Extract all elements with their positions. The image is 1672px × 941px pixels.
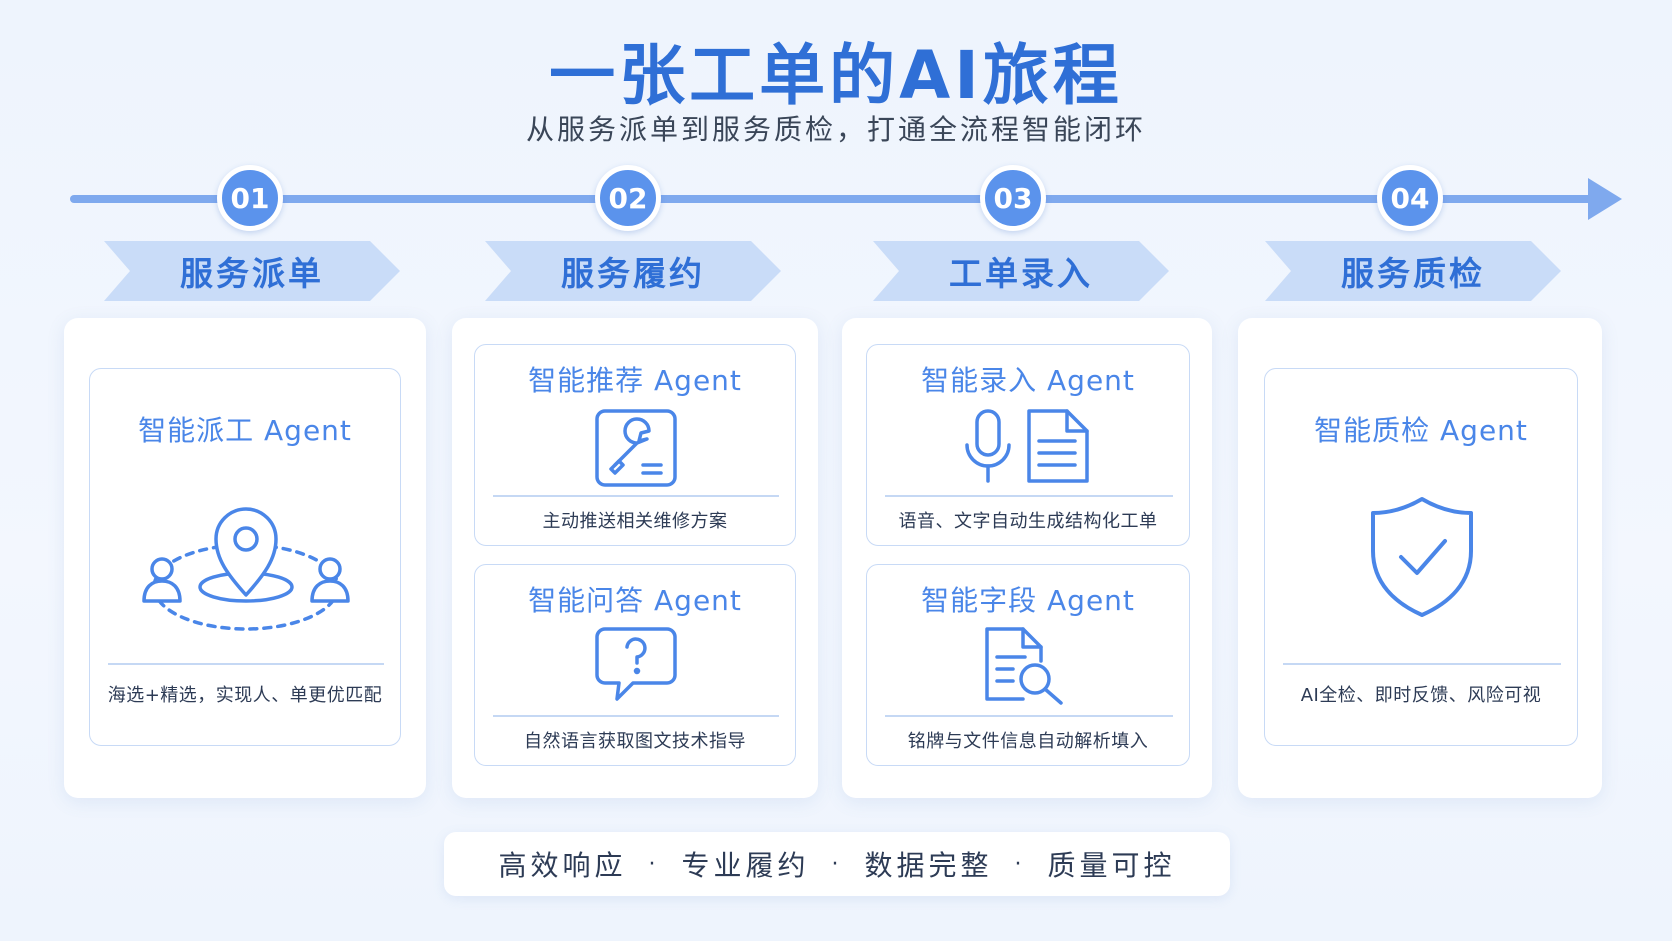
footer-item-2: 专业履约 [681,849,810,882]
footer-summary: 高效响应 · 专业履约 · 数据完整 · 质量可控 [444,832,1230,896]
page-title: 一张工单的AI旅程 [549,37,1123,114]
agent-title-qa: 智能问答 Agent [528,584,742,617]
wrench-document-icon [595,409,677,487]
step-label-4: 服务质检 [1341,254,1485,293]
agent-desc-recommend: 主动推送相关维修方案 [542,511,728,532]
footer-item-3: 数据完整 [864,849,993,882]
page-subtitle: 从服务派单到服务质检，打通全流程智能闭环 [525,113,1146,146]
step-badge-2: 02 [595,165,661,231]
step-badge-4: 04 [1377,165,1443,231]
step-label-1: 服务派单 [180,254,324,293]
agent-desc-field: 铭牌与文件信息自动解析填入 [907,731,1149,752]
agent-panel-inspection: 智能质检 Agent AI全检、即时反馈、风险可视 [1264,368,1578,746]
agent-panel-field: 智能字段 Agent 铭牌与文件信息自动解析填入 [866,564,1190,766]
card-entry: 智能录入 Agent 语音、文字自动生成结构化工单 智能字段 Agent [842,318,1212,798]
step-banner-2: 服务履约 [485,241,781,301]
step-badge-1: 01 [217,165,283,231]
footer-separator: · [648,851,660,877]
agent-title-field: 智能字段 Agent [921,584,1135,617]
document-search-icon [985,627,1063,705]
step-label-2: 服务履约 [561,254,705,293]
agent-desc-entry: 语音、文字自动生成结构化工单 [898,511,1158,532]
agent-panel-entry: 智能录入 Agent 语音、文字自动生成结构化工单 [866,344,1190,546]
step-label-3: 工单录入 [949,254,1093,293]
timeline-arrow [70,178,1622,220]
divider [885,715,1173,717]
agent-panel-qa: 智能问答 Agent 自然语言获取图文技术指导 [474,564,796,766]
shield-check-icon [1371,497,1473,617]
agent-desc-inspection: AI全检、即时反馈、风险可视 [1300,685,1542,706]
card-fulfillment: 智能推荐 Agent 主动推送相关维修方案 智能问答 Agent 自然语言获取图… [452,318,818,798]
agent-title-dispatch: 智能派工 Agent [138,414,352,447]
divider [493,715,779,717]
footer-item-4: 质量可控 [1047,849,1176,882]
agent-panel-recommend: 智能推荐 Agent 主动推送相关维修方案 [474,344,796,546]
agent-title-entry: 智能录入 Agent [921,364,1135,397]
card-dispatch: 智能派工 Agent 海选+精选，实现人、单更优匹配 [64,318,426,798]
agent-desc-dispatch: 海选+精选，实现人、单更优匹配 [107,685,383,706]
microphone-document-icon [965,409,1089,483]
divider [885,495,1173,497]
step-badge-3: 03 [980,165,1046,231]
divider [108,663,384,665]
step-banner-3: 工单录入 [873,241,1169,301]
agent-title-inspection: 智能质检 Agent [1314,414,1528,447]
footer-separator: · [831,851,843,877]
agent-title-recommend: 智能推荐 Agent [528,364,742,397]
step-banner-4: 服务质检 [1265,241,1561,301]
step-banner-1: 服务派单 [104,241,400,301]
footer-separator: · [1014,851,1026,877]
divider [493,495,779,497]
location-people-icon [142,507,350,631]
agent-panel-dispatch: 智能派工 Agent 海选+精选，实现人、单更优匹配 [89,368,401,746]
question-bubble-icon [595,627,677,701]
card-inspection: 智能质检 Agent AI全检、即时反馈、风险可视 [1238,318,1602,798]
agent-desc-qa: 自然语言获取图文技术指导 [524,731,746,752]
footer-item-1: 高效响应 [498,849,627,882]
divider [1283,663,1561,665]
